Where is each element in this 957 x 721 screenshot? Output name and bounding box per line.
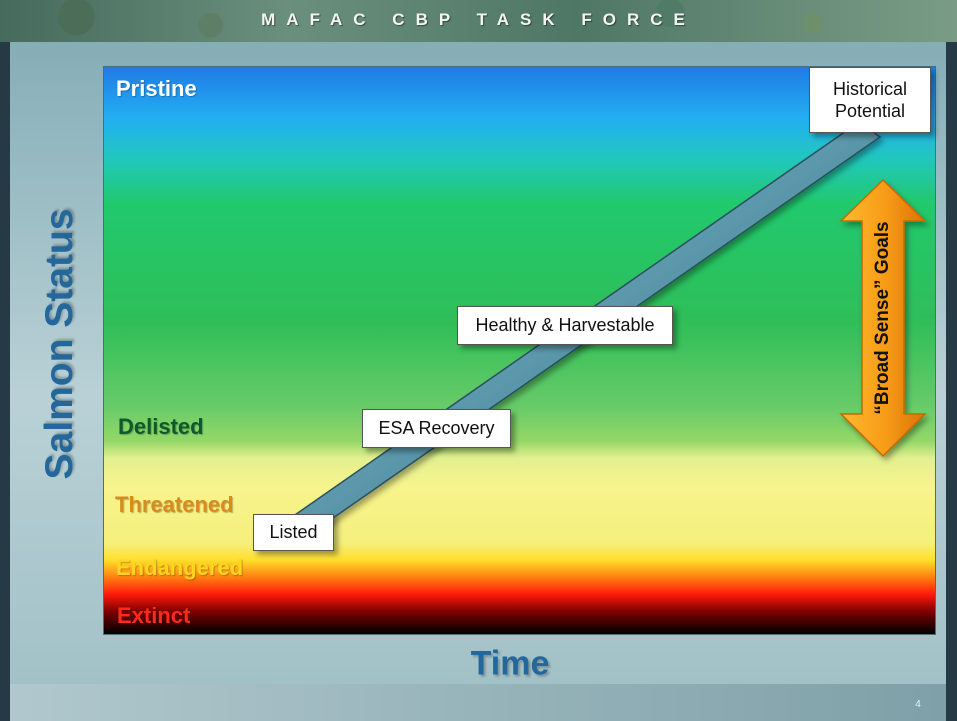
extinct-level-label: Extinct (117, 603, 191, 628)
slide-banner-title: MAFAC CBP TASK FORCE (261, 10, 696, 29)
pristine-level-label: Pristine (116, 76, 197, 101)
threatened-level-label: Threatened (115, 492, 234, 517)
endangered-level-label: Endangered (116, 555, 244, 580)
slide-page-number: 4 (915, 699, 921, 710)
left-frame-strip (0, 42, 10, 721)
x-axis-title: Time (470, 644, 550, 683)
broad-sense-goals-label: “Broad Sense” Goals (872, 221, 893, 415)
bottom-slide-bar (10, 684, 946, 721)
salmon-status-diagram-box (103, 66, 936, 635)
esa-recovery-milestone-box: ESA Recovery (362, 409, 511, 448)
y-axis-title: Salmon Status (38, 208, 81, 480)
top-banner (0, 0, 957, 42)
healthy-harvestable-milestone-box: Healthy & Harvestable (457, 306, 673, 345)
historical-potential-milestone-box: Historical Potential (809, 67, 931, 133)
delisted-level-label: Delisted (118, 414, 204, 439)
listed-milestone-box: Listed (253, 514, 334, 551)
right-frame-strip (946, 42, 957, 721)
